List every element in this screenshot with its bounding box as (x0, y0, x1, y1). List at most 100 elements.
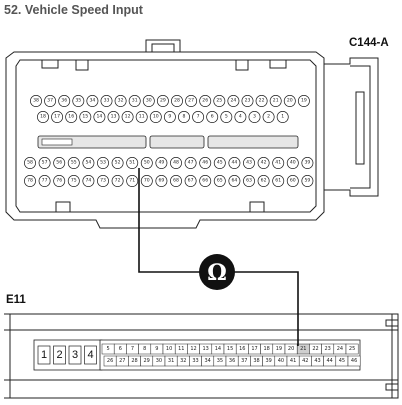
large-pin-2 (53, 345, 66, 365)
pin-label: 15 (82, 114, 88, 120)
pin-23 (241, 95, 254, 107)
pin-14 (93, 111, 106, 123)
pin-label: 75 (71, 178, 77, 184)
cell-label: 27 (119, 358, 125, 364)
cell-label: 24 (337, 346, 343, 352)
cell-label: 37 (241, 358, 247, 364)
cell-label: 28 (131, 358, 137, 364)
pin-label: 68 (173, 178, 179, 184)
pin-26 (199, 95, 212, 107)
pin-label: 41 (275, 160, 281, 166)
key-notch (269, 60, 287, 69)
large-pin-label: 4 (87, 349, 93, 361)
connector-latch-inner (151, 43, 175, 52)
pin-label: 39 (304, 160, 310, 166)
connector-latch (145, 39, 181, 52)
cell-label: 44 (327, 358, 333, 364)
pin-49 (155, 157, 168, 169)
locking-lever (324, 57, 379, 197)
cell-label: 40 (278, 358, 284, 364)
key-notch (235, 60, 249, 71)
pin-2 (262, 111, 275, 123)
pin-30 (142, 95, 155, 107)
pin-label: 62 (261, 178, 267, 184)
cell-label: 16 (239, 346, 245, 352)
pin-label: 33 (104, 98, 110, 104)
blade-slot-window (41, 138, 73, 146)
pin-74 (82, 175, 95, 187)
pin-11 (135, 111, 148, 123)
large-pin-label: 1 (41, 349, 47, 361)
cell-label: 31 (168, 358, 174, 364)
pin-55 (67, 157, 80, 169)
pin-66 (199, 175, 212, 187)
pin-58 (24, 157, 36, 169)
pin-label: 69 (158, 178, 164, 184)
pin-73 (97, 175, 109, 187)
pin-label: 5 (225, 114, 228, 120)
pin-label: 12 (125, 114, 131, 120)
pin-label: 38 (33, 98, 39, 104)
pin-label: 76 (56, 178, 62, 184)
cell-25 (345, 343, 359, 355)
pin-label: 14 (96, 114, 102, 120)
connector-e11-label: E11 (6, 294, 26, 306)
pin-17 (51, 111, 64, 123)
pin-label: 77 (42, 178, 48, 184)
pin-76 (53, 175, 66, 187)
cell-46 (347, 355, 361, 367)
cell-label: 12 (190, 346, 196, 352)
cell-label: 18 (264, 346, 270, 352)
cell-label: 14 (215, 346, 221, 352)
pin-27 (185, 95, 198, 107)
cell-label: 45 (339, 358, 345, 364)
cell-label: 21 (300, 346, 306, 352)
test-lead-top (138, 168, 200, 273)
pin-label: 8 (183, 114, 186, 120)
pin-label: 20 (287, 98, 293, 104)
pin-label: 60 (290, 178, 296, 184)
pin-47 (184, 157, 197, 169)
pin-label: 25 (216, 98, 222, 104)
pin-label: 4 (239, 114, 242, 120)
pin-60 (286, 175, 299, 187)
cell-label: 7 (131, 346, 134, 352)
pin-51 (126, 157, 139, 169)
pin-12 (121, 111, 134, 123)
blade-slot-middle (149, 135, 205, 149)
cell-label: 11 (178, 346, 184, 352)
blade-slot-right (207, 135, 299, 149)
pin-67 (184, 175, 197, 187)
pin-43 (243, 157, 255, 169)
cell-label: 26 (107, 358, 113, 364)
connector-e11-tab (385, 383, 399, 391)
pin-label: 48 (173, 160, 179, 166)
cell-label: 46 (351, 358, 357, 364)
pin-54 (82, 157, 95, 169)
pin-label: 24 (230, 98, 236, 104)
pin-33 (100, 95, 113, 107)
pin-48 (170, 157, 182, 169)
pin-label: 47 (188, 160, 194, 166)
pin-label: 17 (54, 114, 60, 120)
pin-21 (269, 95, 282, 107)
cell-label: 5 (107, 346, 110, 352)
pin-53 (97, 157, 109, 169)
cell-label: 38 (253, 358, 259, 364)
pin-59 (301, 175, 314, 187)
pin-label: 13 (111, 114, 117, 120)
key-notch (41, 60, 59, 69)
pin-18 (37, 111, 49, 123)
pin-label: 56 (56, 160, 62, 166)
pin-19 (297, 95, 310, 107)
pin-label: 21 (273, 98, 279, 104)
cell-label: 29 (144, 358, 150, 364)
pin-label: 65 (217, 178, 223, 184)
pin-label: 26 (202, 98, 208, 104)
pin-label: 71 (129, 178, 135, 184)
connector-c144a-label: C144-A (349, 37, 389, 49)
